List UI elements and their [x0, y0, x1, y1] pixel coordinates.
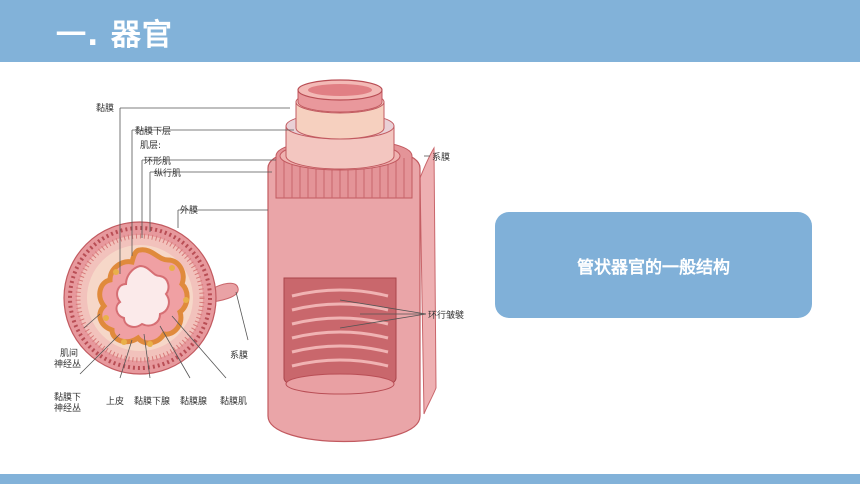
caption-box: 管状器官的一般结构 [495, 212, 812, 318]
leader-lines [79, 107, 430, 379]
label-myenteric-plexus-line1: 肌间 [60, 347, 78, 359]
label-mucosal-gland: 黏膜腺 [180, 395, 207, 407]
label-epithelium: 上皮 [106, 395, 124, 407]
label-mesentery-right: 系膜 [432, 152, 450, 163]
label-muscularis-mucosae: 黏膜肌 [220, 395, 247, 407]
label-myenteric-plexus: 肌间 神经丛 [54, 347, 81, 370]
slide-title: 一. 器官 [56, 18, 173, 53]
label-myenteric-plexus-line2: 神经丛 [54, 358, 81, 370]
label-longitudinal-muscle: 纵行肌 [154, 167, 181, 179]
label-circular-folds: 环行皱襞 [428, 309, 464, 321]
caption-text: 管状器官的一般结构 [577, 257, 730, 278]
label-submucosal-plexus-line2: 神经丛 [54, 402, 81, 414]
cross-section-diagram [63, 221, 239, 375]
header-bar: 一. 器官 [0, 0, 860, 62]
label-mucosa: 黏膜 [96, 102, 114, 114]
tubular-organ-illustration: 黏膜 黏膜下层 肌层: 环形肌 纵行肌 外膜 系膜 环行皱襞 系膜 肌间 神经丛… [40, 78, 490, 450]
label-submucosal-plexus: 黏膜下 神经丛 [54, 391, 84, 414]
tube-diagram [267, 79, 437, 442]
label-submucosal-plexus-line1: 黏膜下 [54, 391, 81, 403]
label-adventitia: 外膜 [180, 204, 198, 216]
label-muscularis: 肌层: [140, 140, 161, 151]
footer-bar [0, 474, 860, 484]
label-submucosa: 黏膜下层 [135, 125, 171, 137]
label-mesentery-left: 系膜 [230, 350, 248, 361]
label-circular-muscle: 环形肌 [144, 155, 171, 167]
label-submucosal-gland: 黏膜下腺 [134, 395, 170, 407]
